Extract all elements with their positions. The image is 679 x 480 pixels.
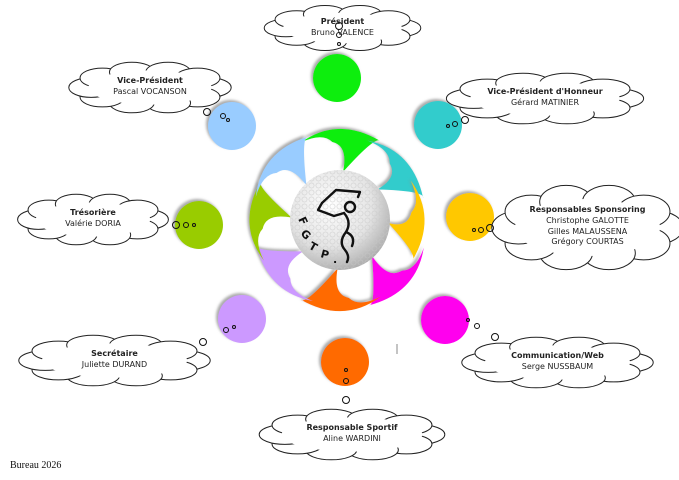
thought-dot [474,323,480,329]
thought-dot [446,124,450,128]
thought-dot [344,368,348,372]
figure-body [388,180,425,261]
figure-head [218,295,266,343]
member-name: Christophe GALOTTE [546,215,629,225]
figure-vice-president-honneur [367,101,462,198]
figure-body [249,180,292,261]
member-name: Grégory COURTAS [551,237,624,247]
thought-trails-group [172,22,499,404]
member-name: Serge NUSSBAUM [521,362,594,372]
figure-head [313,54,361,102]
figure-body [256,244,313,302]
figure-head [208,102,256,150]
member-name: Juliette DURAND [81,360,148,370]
thought-dot [226,118,230,122]
member-name: Valérie DORIA [65,219,121,229]
thought-dot [337,42,341,46]
thought-dot [220,113,226,119]
member-name: Bruno VALENCE [311,27,374,37]
thought-dot [232,325,236,329]
cloud-vice-president-honneur [445,72,645,125]
cloud-communication [461,336,654,389]
cloud-fill [35,202,151,237]
logo-letter: . [333,253,337,266]
figure-sponsoring [388,180,494,261]
role-title: Vice-Président [117,76,183,86]
cloud-fill [281,417,423,452]
cloud-fill [470,81,620,116]
cloud-fill [484,345,631,380]
figure-body [367,140,424,198]
thought-dot [203,108,211,116]
cloud-sponsoring [491,184,679,271]
role-title: Trésorière [70,208,116,218]
member-name: Gérard MATINIER [510,98,580,108]
thought-dot [343,378,349,384]
figure-head [421,296,469,344]
figure-body [300,128,381,172]
thought-dot [223,327,229,333]
thought-dot [486,224,494,232]
cloud-fill [283,12,402,44]
figure-president [300,54,381,172]
figure-body [255,136,309,197]
clouds-group [17,5,679,461]
role-title: Vice-Président d'Honneur [487,87,603,97]
thought-dot [452,121,458,127]
cloud-secretaire [18,334,211,387]
figure-vice-president [208,102,309,197]
figure-tresoriere [175,180,292,261]
thought-dot [336,32,342,38]
figure-head [414,101,462,149]
figure-sportif [300,268,381,386]
cloud-sportif [258,408,446,461]
member-name: Pascal VOCANSON [113,87,187,97]
figures-group [175,54,494,386]
figure-head [175,201,223,249]
cloud-fill [41,343,188,378]
thought-dot [183,222,189,228]
figure-head [446,193,494,241]
figure-secretaire [218,244,313,343]
footer-label: Bureau 2026 [10,460,62,471]
figure-communication [368,247,469,344]
cloud-vice-president [68,61,232,114]
logo-golf-ball: F G T P . [290,170,390,270]
figure-body [300,268,381,312]
logo-letter: P [319,247,330,262]
role-title: Secrétaire [91,349,138,359]
thought-dot [342,396,350,404]
role-title: Responsables Sponsoring [529,205,646,215]
thought-dot [172,221,180,229]
thought-dot [335,22,343,30]
cloud-fill [88,70,212,105]
thought-dot [491,333,499,341]
role-title: Communication/Web [511,351,604,361]
golfer-icon [316,188,362,264]
thought-dot [472,228,476,232]
role-title: Responsable Sportif [306,423,398,433]
cloud-tresoriere [17,193,169,246]
figure-body [368,247,424,306]
member-name: Gilles MALAUSSENA [547,226,628,236]
thought-dot [199,338,207,346]
cloud-fill [514,199,661,256]
thought-dot [192,223,196,227]
figure-head [321,338,369,386]
cloud-president [263,5,422,51]
thought-dot [461,116,469,124]
thought-dot [478,227,484,233]
member-name: Aline WARDINI [323,434,381,444]
thought-dot [466,318,470,322]
role-title: Président [320,16,365,26]
